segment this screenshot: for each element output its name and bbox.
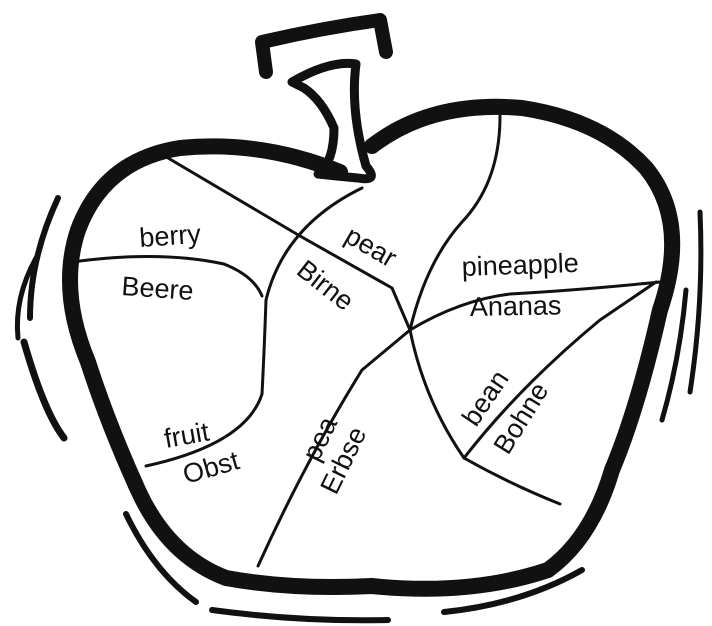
word-labels: berry Beere pear Birne pineapple Ananas … bbox=[121, 219, 580, 499]
label-ananas: Ananas bbox=[470, 290, 562, 322]
dividing-lines bbox=[72, 116, 660, 566]
label-berry: berry bbox=[138, 219, 202, 253]
label-obst: Obst bbox=[179, 445, 243, 490]
label-pineapple: pineapple bbox=[461, 248, 579, 282]
label-beere: Beere bbox=[121, 271, 195, 306]
